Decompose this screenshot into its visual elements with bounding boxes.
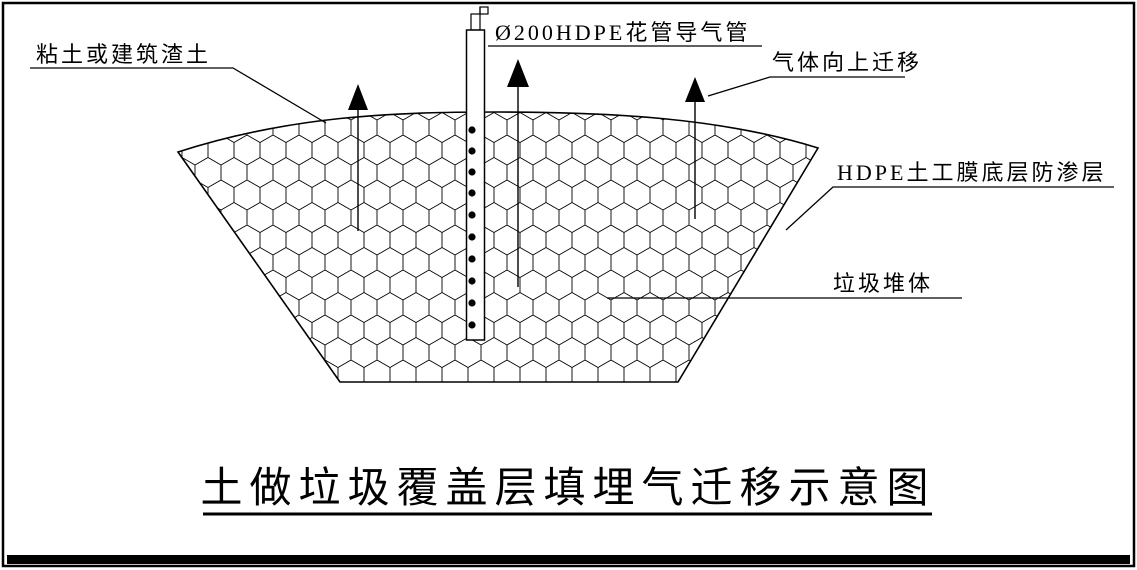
- liner-label: HDPE土工膜底层防渗层: [837, 160, 1106, 185]
- gas-arrow-head-right: [685, 77, 705, 102]
- leader-lines: [30, 45, 1114, 299]
- gas-arrow-head-left: [348, 84, 368, 110]
- perforation-dot: [468, 189, 476, 197]
- gas-flow-label: 气体向上迁移: [772, 50, 922, 75]
- perforation-dot: [468, 321, 476, 329]
- gas-flow-leader-line: [707, 76, 905, 97]
- perforation-dot: [468, 255, 476, 263]
- perforation-dot: [468, 233, 476, 241]
- pipe-body: [465, 29, 486, 341]
- gas-arrow-head-center: [507, 59, 529, 87]
- gas-arrows: [348, 59, 705, 287]
- liner-leader-line: [785, 186, 1114, 231]
- gas-vent-pipe: [465, 6, 489, 341]
- perforation-dot: [468, 168, 476, 176]
- perforation-dot: [468, 299, 476, 307]
- pipe-perforations: [468, 126, 476, 329]
- gas-pipe-label: Ø200HDPE花管导气管: [495, 20, 750, 45]
- perforation-dot: [468, 126, 476, 134]
- drawing-title: 土做垃圾覆盖层填埋气迁移示意图: [200, 465, 935, 512]
- pipe-riser-cap: [470, 13, 481, 31]
- cover-soil-label: 粘土或建筑渣土: [36, 42, 211, 67]
- bottom-frame-bar: [7, 555, 1130, 564]
- pipe-top-flag: [479, 6, 489, 15]
- perforation-dot: [468, 277, 476, 285]
- waste-body-label: 垃圾堆体: [833, 271, 933, 296]
- cover-soil-leader-line: [30, 67, 327, 124]
- waste-mound-body: [176, 111, 820, 383]
- perforation-dot: [468, 211, 476, 219]
- perforation-dot: [468, 147, 476, 155]
